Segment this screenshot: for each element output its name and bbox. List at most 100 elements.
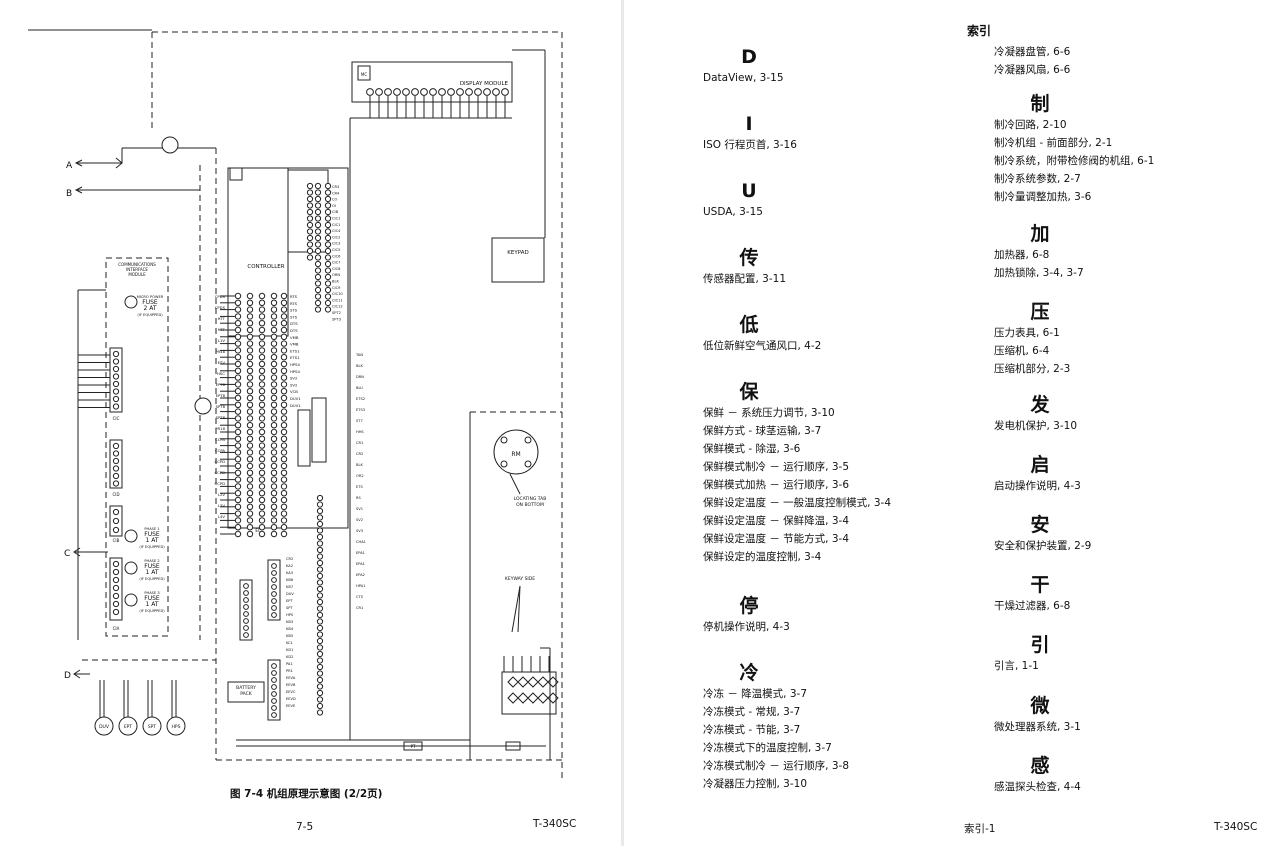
kc-pin xyxy=(271,684,277,690)
controller-pin xyxy=(234,374,242,381)
kb-terminal xyxy=(267,559,281,621)
mr-pin xyxy=(314,260,322,268)
controller-pin xyxy=(280,490,288,497)
controller-pin xyxy=(270,320,278,327)
controller-pin xyxy=(246,299,254,306)
rm-pin xyxy=(524,436,532,444)
misc-label: KD2 xyxy=(286,655,293,659)
misc-label: HPS xyxy=(286,613,294,617)
misc-label: HHS xyxy=(356,430,364,434)
controller-pin xyxy=(270,483,278,490)
controller-pin xyxy=(270,374,278,381)
controller-pin xyxy=(234,394,242,402)
connector-pin xyxy=(316,572,324,580)
controller-pin xyxy=(234,367,242,374)
index-entry: 制冷系统，附带检修阀的机组, 6-1 xyxy=(994,155,1155,167)
cid-label: CID xyxy=(112,492,119,497)
controller-right-label: HPS4 xyxy=(290,369,301,374)
controller-pin xyxy=(246,469,254,476)
controller-pin xyxy=(258,469,266,476)
fuse-label: 1 AT xyxy=(145,601,158,608)
connector-pin xyxy=(316,579,324,586)
section-letter: 保 xyxy=(739,381,759,403)
mr-pin xyxy=(324,293,332,300)
display-pin xyxy=(366,88,374,96)
index-entry: 保鲜设定温度 － 节能方式, 3-4 xyxy=(703,533,849,545)
controller-right-label: VMB xyxy=(290,335,299,340)
controller-pin xyxy=(246,333,254,340)
controller-pin xyxy=(246,483,254,490)
index-entry: 制冷回路, 2-10 xyxy=(994,119,1067,131)
index-entry: 发电机保护, 3-10 xyxy=(994,420,1078,432)
misc-label: BLK xyxy=(356,463,363,467)
controller-left-label: CCPD xyxy=(214,459,225,464)
misc-label: CTS xyxy=(356,595,364,599)
mr-pin xyxy=(314,228,322,235)
controller-pin xyxy=(258,306,266,313)
fuse-label: FUSE xyxy=(144,531,160,538)
controller-pin xyxy=(270,360,278,368)
index-section-ting: 停 停机操作说明, 4-3 xyxy=(703,594,799,636)
index-section-fa: 发 发电机保护, 3-10 xyxy=(994,393,1090,435)
section-letter: 低 xyxy=(739,314,759,336)
controller-left-label: CPDS xyxy=(215,294,226,299)
misc-label: ETS3 xyxy=(356,408,365,412)
kb-pin xyxy=(271,605,277,611)
sensor-label: HPS xyxy=(172,724,181,730)
misc-label: KB4 xyxy=(286,627,294,631)
kc-pin xyxy=(271,663,277,669)
index-entry: 冷凝器压力控制, 3-10 xyxy=(703,778,808,790)
index-section-jia: 加 加热器, 6-8 加热锁除, 3-4, 3-7 xyxy=(994,222,1090,282)
mr-pin xyxy=(324,286,332,294)
mr-pin xyxy=(306,221,314,229)
controller-pin xyxy=(234,428,242,436)
controller-pin xyxy=(270,503,278,510)
mr-pin xyxy=(324,234,332,242)
controller-pin xyxy=(258,394,266,402)
kb-pin xyxy=(271,612,277,618)
controller-pin xyxy=(246,367,254,374)
section-letter: 感 xyxy=(1030,755,1050,777)
controller-pin xyxy=(280,292,288,300)
controller-pin xyxy=(270,428,278,436)
controller-right-label: DTS xyxy=(290,328,298,333)
controller-pin xyxy=(234,320,242,327)
connector-pin xyxy=(316,559,324,567)
controller-pin xyxy=(234,408,242,415)
ec-label: EC xyxy=(255,528,261,533)
misc-label: CR2 xyxy=(286,557,293,561)
comm-module-label: COMMUNICATIONS xyxy=(118,262,156,267)
rm-label: RM xyxy=(511,451,520,458)
mr-pin xyxy=(324,306,332,313)
controller-pin xyxy=(246,490,254,497)
controller-pin xyxy=(234,483,242,490)
controller-pin xyxy=(280,415,288,422)
controller-pin xyxy=(280,347,288,354)
controller-pin xyxy=(258,442,266,449)
controller-pin xyxy=(246,354,254,361)
controller-pin xyxy=(234,530,242,538)
mr-pin-label: CIC9 xyxy=(332,286,341,290)
controller-pin xyxy=(270,435,278,442)
index-entry: 制冷机组 - 前面部分, 2-1 xyxy=(994,137,1113,149)
mr-pin xyxy=(314,234,322,242)
fuse-label: PHASE 3 xyxy=(144,591,159,595)
display-pin xyxy=(465,88,473,96)
controller-pin xyxy=(280,462,288,470)
controller-pin xyxy=(280,449,288,456)
index-entry: DataView, 3-15 xyxy=(703,72,784,84)
misc-label: ETS2 xyxy=(356,397,365,401)
connector-pin xyxy=(316,683,324,690)
connector-b-arrow xyxy=(74,186,83,194)
cia-pin xyxy=(112,608,120,616)
mr-pin xyxy=(306,208,314,216)
mr-pin xyxy=(324,267,332,274)
controller-pin xyxy=(270,456,278,463)
controller-pin xyxy=(258,340,266,347)
fuse-label: 1 AT xyxy=(145,537,158,544)
controller-pin xyxy=(246,292,254,300)
controller-pin xyxy=(258,333,266,340)
connector-pin xyxy=(316,611,324,619)
controller-pin xyxy=(246,476,254,483)
fuse-indicator xyxy=(124,295,138,309)
